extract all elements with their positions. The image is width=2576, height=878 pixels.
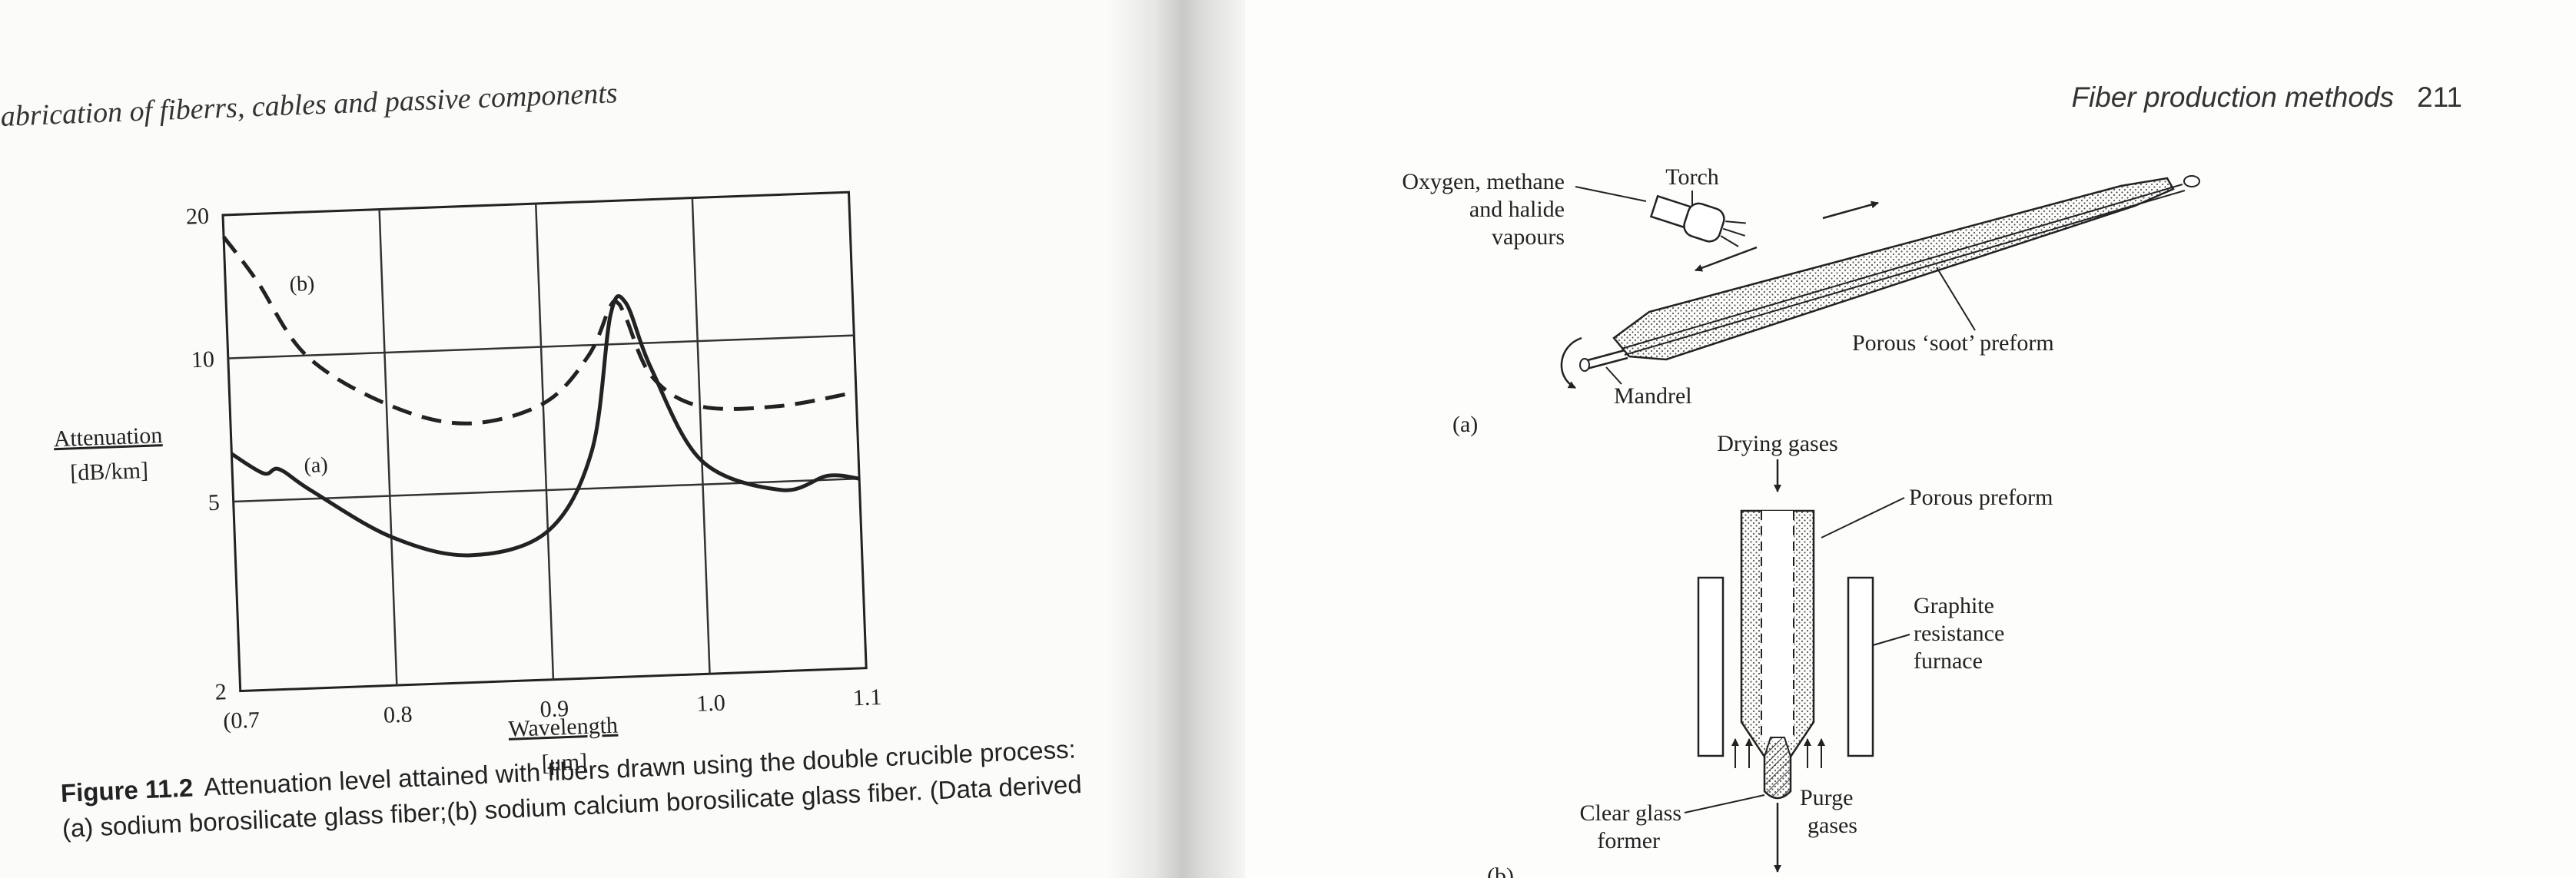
- page-number: 211: [2417, 81, 2462, 113]
- furnace-label: Graphite resistance furnace: [1914, 593, 2004, 674]
- furnace-line-3: furnace: [1914, 648, 1983, 674]
- x-tick-label: 0.8: [383, 701, 413, 727]
- torch-icon: [1649, 194, 1746, 247]
- figure-label: Figure 11.2: [60, 773, 194, 807]
- y-tick-label: 2: [214, 679, 227, 705]
- x-gridline: [691, 197, 711, 674]
- porous-leader-line: [1821, 497, 1905, 538]
- furnace-right-wall: [1847, 576, 1874, 757]
- purge-gases-label: Purge gases: [1800, 785, 1857, 838]
- mandrel-leader-line: [1605, 366, 1622, 385]
- preform-label: Porous ‘soot’ preform: [1852, 330, 2054, 356]
- x-axis-title: Wavelength [μm]: [508, 713, 619, 777]
- diagram-a-label: (a): [1452, 412, 1478, 437]
- x-gridline: [378, 209, 398, 686]
- attenuation-chart: Attenuation [dB/km] Wavelength [μm] (0.7…: [53, 191, 882, 777]
- porous-preform: [1740, 509, 1815, 873]
- series-label: (a): [304, 453, 328, 478]
- traverse-arrow-up: [1822, 200, 1879, 220]
- purge-line-2: gases: [1808, 813, 1857, 838]
- clear-glass-label: Clear glass former: [1580, 800, 1681, 853]
- clear-line-2: former: [1597, 828, 1660, 853]
- preform-leader-line: [1936, 267, 1976, 331]
- x-axis-title-line2: [μm]: [541, 749, 588, 776]
- drying-gases-label: Drying gases: [1717, 431, 1837, 456]
- diagram-a: (a) Oxygen, methane and halide vapours T…: [1402, 164, 2200, 437]
- y-axis-title-line2: [dB/km]: [70, 458, 149, 486]
- furnace-left-wall: [1697, 576, 1725, 757]
- left-page: abrication of fiberrs, cables and passiv…: [0, 0, 1160, 878]
- y-axis-title-line1: Attenuation: [53, 422, 163, 452]
- y-gridline: [227, 334, 855, 359]
- diagram-b: Drying gases Porous preform Graphite res…: [1487, 431, 2053, 878]
- porous-preform-label: Porous preform: [1909, 485, 2053, 510]
- traverse-arrow-down: [1695, 246, 1758, 272]
- diagram-b-label: (b): [1487, 863, 1514, 878]
- furnace-leader-line: [1872, 634, 1910, 646]
- furnace-line-2: resistance: [1914, 621, 2004, 646]
- book-gutter: [1107, 0, 1245, 878]
- purge-line-1: Purge: [1800, 785, 1853, 810]
- torch-label: Torch: [1665, 164, 1719, 190]
- series-label: (b): [289, 272, 315, 297]
- running-head-right: Fiber production methods 211: [2071, 81, 2462, 114]
- feed-line-1: Oxygen, methane: [1402, 169, 1565, 194]
- x-axis-title-line1: Wavelength: [508, 713, 619, 742]
- series-line: [222, 235, 857, 426]
- clear-line-1: Clear glass: [1580, 800, 1681, 826]
- right-page: Fiber production methods 211 (a) Oxygen, …: [1160, 0, 2576, 878]
- furnace-line-1: Graphite: [1914, 593, 1994, 618]
- x-tick-label: 1.0: [696, 690, 726, 716]
- x-tick-label: 0.9: [539, 696, 569, 722]
- feed-gases-label: Oxygen, methane and halide vapours: [1402, 169, 1565, 250]
- feed-line-3: vapours: [1492, 224, 1565, 250]
- y-axis-title: Attenuation [dB/km]: [53, 422, 163, 486]
- y-tick-label: 5: [207, 490, 220, 516]
- purge-arrows: [1731, 738, 1825, 768]
- y-tick-label: 10: [191, 346, 214, 373]
- clear-glass-leader: [1684, 794, 1765, 813]
- mandrel-icon: [1560, 336, 1628, 389]
- y-gridline: [233, 477, 860, 503]
- x-tick-label: (0.7: [223, 707, 261, 734]
- feed-leader-line: [1575, 186, 1647, 202]
- x-tick-label: 1.1: [852, 684, 882, 711]
- running-head-title: Fiber production methods: [2071, 81, 2394, 113]
- feed-line-2: and halide: [1469, 197, 1565, 222]
- fiber-production-diagrams: (a) Oxygen, methane and halide vapours T…: [1402, 164, 2200, 878]
- series-line: [231, 294, 860, 558]
- soot-preform: [1612, 175, 2200, 361]
- x-gridline: [534, 204, 555, 680]
- y-tick-label: 20: [185, 204, 209, 230]
- mandrel-label: Mandrel: [1614, 383, 1692, 409]
